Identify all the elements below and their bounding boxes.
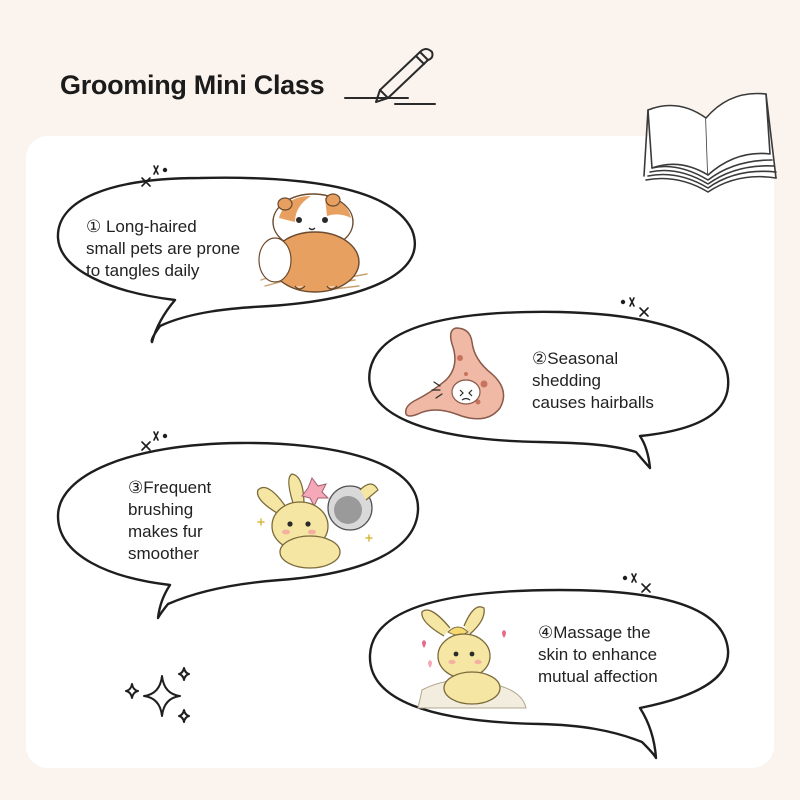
tip-4-text: ④Massage the skin to enhance mutual affe…	[538, 623, 658, 686]
tip-1-text: ① Long-haired small pets are prone to ta…	[86, 217, 241, 280]
sparkle-icon	[622, 573, 651, 593]
tip-2-text: ②Seasonal shedding causes hairballs	[532, 349, 654, 412]
sparkle-icon	[125, 667, 190, 723]
bunny-massage-illustration	[417, 606, 527, 709]
sparkle-icon	[141, 165, 168, 187]
bunny-brush-illustration	[256, 473, 379, 569]
page-title: Grooming Mini Class	[60, 70, 325, 100]
pencil-icon	[344, 48, 436, 105]
tip-3-text: ③Frequent brushing makes fur smoother	[128, 478, 212, 563]
sparkle-icon	[141, 431, 168, 451]
stomach-illustration	[404, 327, 505, 420]
hamster-illustration	[258, 193, 368, 293]
sparkle-icon	[620, 297, 649, 317]
book-icon	[643, 92, 777, 193]
